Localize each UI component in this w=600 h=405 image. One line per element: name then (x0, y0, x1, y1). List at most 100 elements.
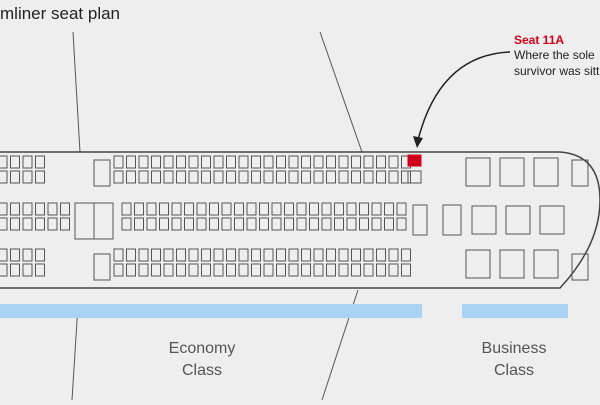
lavatory-icon (571, 253, 589, 281)
seat (151, 263, 161, 277)
seat (465, 157, 491, 187)
seat (309, 217, 319, 231)
annotation-text: Where the sole (514, 48, 595, 62)
seat (146, 202, 157, 216)
annotation-label: Seat 11A (514, 33, 565, 47)
seat (171, 202, 182, 216)
seat (351, 248, 361, 262)
seat (276, 263, 286, 277)
seat (0, 263, 8, 277)
seat (284, 217, 294, 231)
seat (539, 205, 565, 235)
seat (351, 170, 361, 184)
seat (201, 248, 211, 262)
seat (209, 202, 219, 216)
seat (188, 248, 199, 262)
seat (259, 217, 269, 231)
economy-class-label: Economy Class (152, 338, 252, 382)
seat (401, 170, 411, 184)
seat (388, 170, 399, 184)
galley-icon (412, 204, 428, 236)
seat (134, 217, 144, 231)
seat (196, 217, 207, 231)
seat (301, 263, 311, 277)
lavatory-icon (93, 159, 111, 187)
seat-group (0, 154, 565, 279)
seat (151, 155, 161, 169)
economy-class-label-line1: Economy (168, 340, 236, 357)
seat (226, 263, 236, 277)
seat (35, 170, 45, 184)
seat (388, 248, 399, 262)
seat (407, 170, 422, 184)
seat (263, 248, 274, 262)
seat (188, 155, 199, 169)
leader-line (72, 31, 81, 153)
business-class-label-line2: Class (493, 362, 534, 379)
seat (363, 155, 374, 169)
seat (234, 202, 244, 216)
seat (151, 170, 161, 184)
seat (276, 248, 286, 262)
lavatory-icon (571, 159, 589, 187)
seat (363, 170, 374, 184)
seat (376, 263, 386, 277)
seat (376, 248, 386, 262)
seat (163, 170, 174, 184)
seat (226, 248, 236, 262)
seat (288, 170, 299, 184)
seat (334, 217, 344, 231)
seat (213, 263, 224, 277)
seat (301, 170, 311, 184)
seat (465, 249, 491, 279)
seat (0, 155, 8, 169)
seat (276, 170, 286, 184)
seat (10, 263, 20, 277)
seat (301, 155, 311, 169)
seat (359, 202, 369, 216)
seat (47, 217, 58, 231)
seat (301, 248, 311, 262)
seat (201, 263, 211, 277)
seat (351, 263, 361, 277)
seat (0, 202, 8, 216)
seat (35, 202, 45, 216)
seat (499, 249, 525, 279)
seat (10, 248, 20, 262)
seat (288, 248, 299, 262)
seat (263, 170, 274, 184)
seat (234, 217, 244, 231)
seat (35, 217, 45, 231)
annotation-arrow (417, 51, 511, 141)
seat (213, 248, 224, 262)
seat (184, 217, 194, 231)
seat (388, 155, 399, 169)
arrow-head-icon (413, 136, 423, 148)
seat (259, 202, 269, 216)
seat (251, 170, 261, 184)
seat (35, 155, 45, 169)
seat (126, 263, 136, 277)
seat (296, 217, 307, 231)
seat (313, 263, 324, 277)
seat (326, 263, 336, 277)
seat (288, 155, 299, 169)
seat (505, 205, 531, 235)
seat (396, 202, 407, 216)
business-class-label-line1: Business (481, 340, 547, 357)
seat (176, 263, 186, 277)
annotation-text: survivor was sitt (514, 64, 600, 78)
seat (226, 155, 236, 169)
seat (313, 155, 324, 169)
seat (22, 217, 33, 231)
seat (35, 263, 45, 277)
seat (201, 155, 211, 169)
seat (60, 202, 70, 216)
seat (209, 217, 219, 231)
seat (246, 202, 257, 216)
seat (313, 248, 324, 262)
seat (113, 248, 124, 262)
seat (10, 217, 20, 231)
seat (359, 217, 369, 231)
